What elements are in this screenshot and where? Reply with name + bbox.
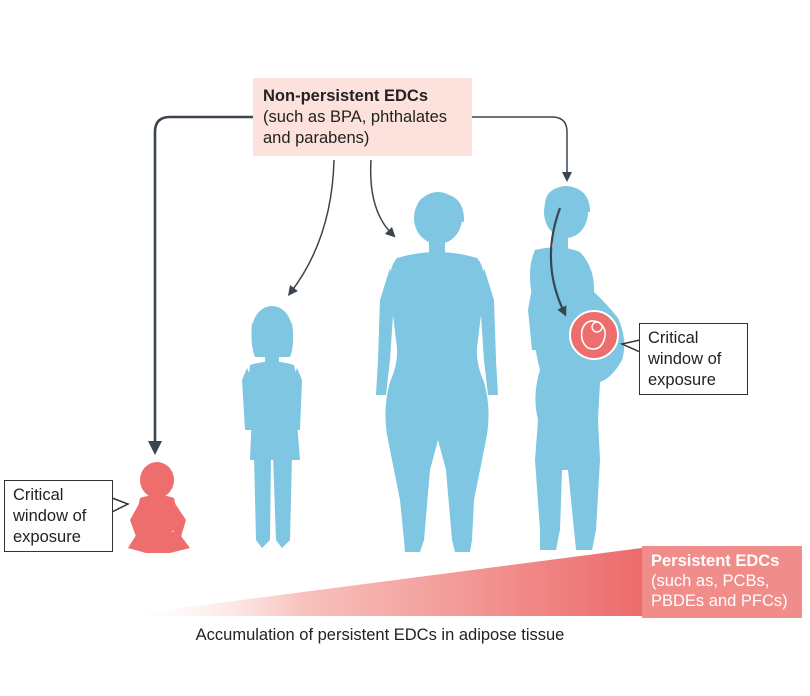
critical-window-callout-infant: Critical window of exposure [4,480,113,552]
child-figure [242,306,302,548]
callout-right-tail [619,339,641,353]
pregnant-woman-figure [528,186,625,550]
callout-left-line2: window of [13,507,87,525]
arrow-to-woman [369,159,396,238]
accumulation-gradient-wedge [118,548,642,616]
callout-right-line1: Critical [648,329,699,347]
persistent-edcs-box: Persistent EDCs (such as, PCBs, PBDEs an… [642,546,802,618]
woman-figure [376,192,498,552]
callout-left-tail [111,497,130,513]
arrow-to-pregnant-woman [472,116,572,182]
critical-window-callout-pregnancy: Critical window of exposure [639,323,748,395]
fetus-icon [569,310,619,360]
non-persistent-title: Non-persistent EDCs [263,87,429,105]
callout-left-line1: Critical [13,486,64,504]
callout-left-line3: exposure [13,528,81,546]
accumulation-caption: Accumulation of persistent EDCs in adipo… [195,626,565,644]
non-persistent-line1: (such as BPA, phthalates [263,108,448,126]
arrow-to-baby [148,115,253,455]
persistent-line2: PBDEs and PFCs) [651,592,788,610]
persistent-title: Persistent EDCs [651,552,780,570]
baby-figure [128,462,190,553]
callout-right-line3: exposure [648,371,716,389]
non-persistent-edcs-box: Non-persistent EDCs (such as BPA, phthal… [253,78,472,156]
arrow-to-child [287,159,335,296]
arrow-to-fetus [549,207,567,317]
non-persistent-line2: and parabens) [263,129,370,147]
persistent-line1: (such as, PCBs, [651,572,770,590]
callout-right-line2: window of [648,350,722,368]
